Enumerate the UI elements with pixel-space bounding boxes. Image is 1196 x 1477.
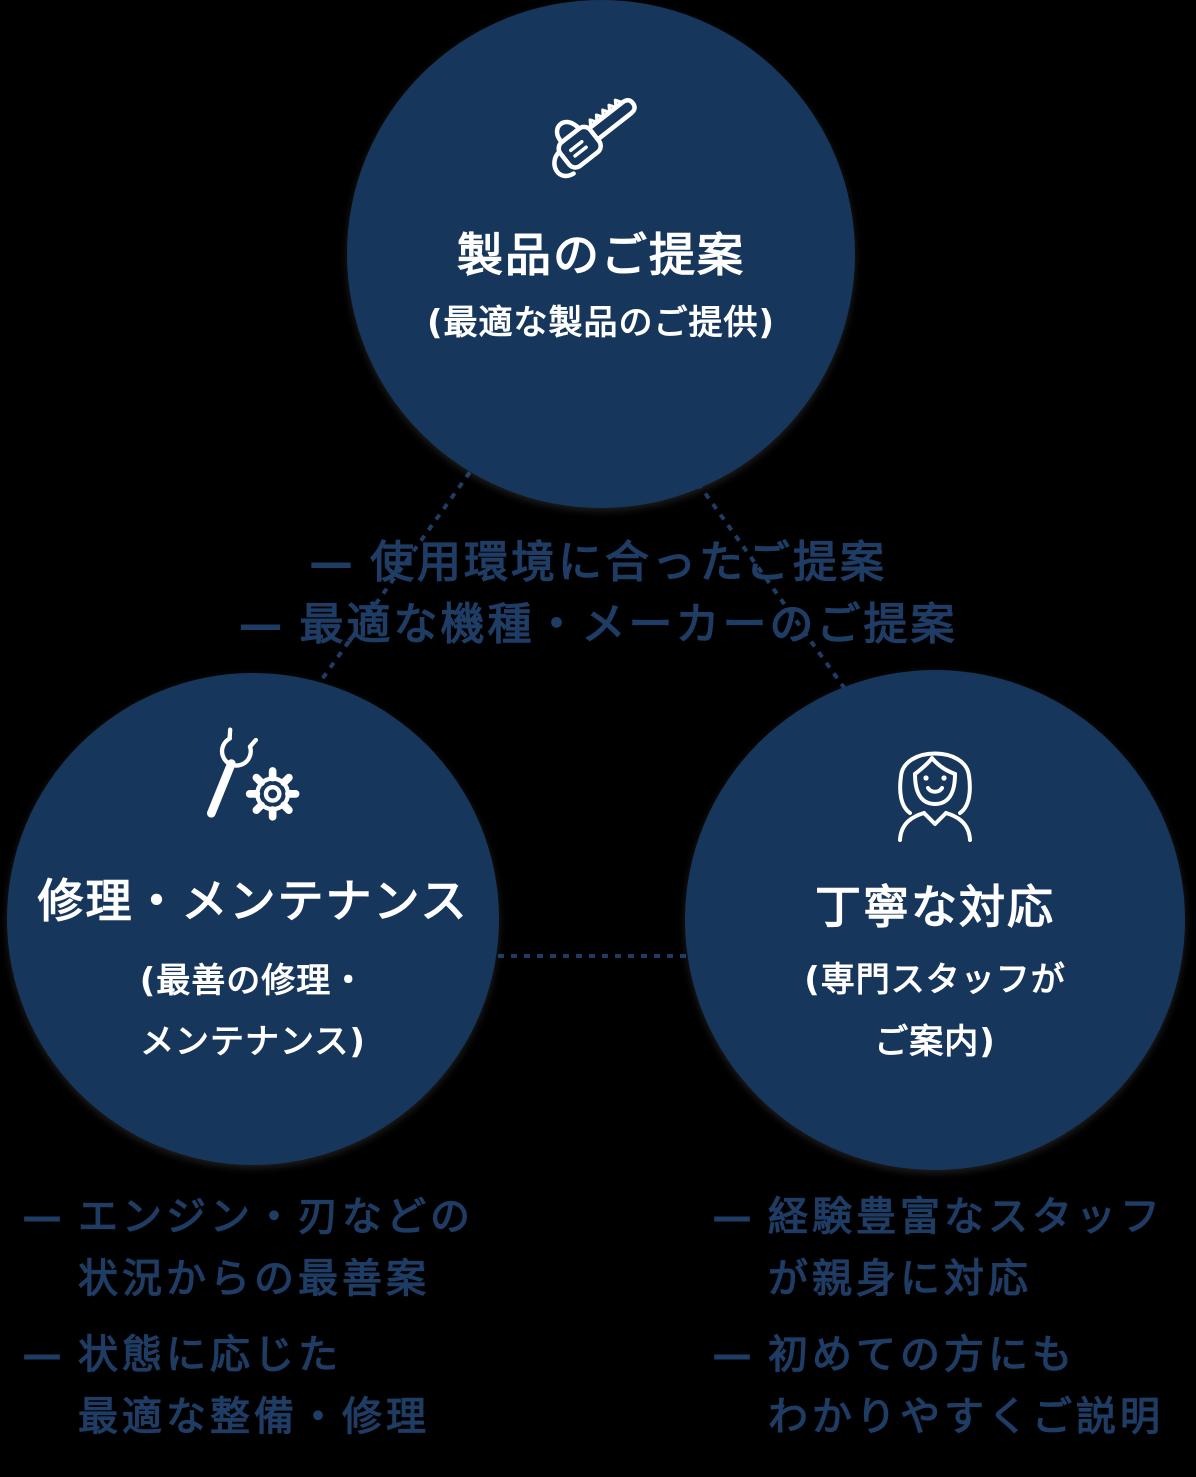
repair-note-text: エンジン・刃などの 状況からの最善案	[78, 1186, 474, 1310]
support-circle: 丁寧な対応 (専門スタッフが ご案内)	[685, 670, 1185, 1170]
product-note-text: 使用環境に合ったご提案	[370, 537, 887, 588]
chainsaw-icon	[347, 80, 855, 199]
product-note-line: — 使用環境に合ったご提案	[0, 532, 1196, 594]
product-circle: 製品のご提案 (最適な製品のご提供)	[347, 0, 855, 508]
product-note-text: 最適な機種・メーカーのご提案	[299, 599, 958, 650]
dash-bullet: —	[22, 1194, 66, 1240]
repair-circle: 修理・メンテナンス (最善の修理・ メンテナンス)	[7, 673, 499, 1165]
list-item: — 経験豊富なスタッフ が親身に対応	[712, 1186, 1164, 1310]
repair-note-text: 状態に応じた 最適な整備・修理	[78, 1324, 430, 1448]
repair-note-line1: エンジン・刃などの	[78, 1194, 474, 1240]
support-title: 丁寧な対応	[815, 880, 1055, 934]
list-item: — エンジン・刃などの 状況からの最善案	[22, 1186, 474, 1310]
repair-note-line2: 状況からの最善案	[78, 1256, 430, 1302]
list-item: — 状態に応じた 最適な整備・修理	[22, 1324, 474, 1448]
support-subtitle-line2: ご案内)	[874, 1022, 996, 1062]
support-subtitle-line1: (専門スタッフが	[804, 960, 1066, 1000]
support-note-line2: が親身に対応	[768, 1256, 1032, 1302]
support-note-text: 初めての方にも わかりやすくご説明	[768, 1324, 1164, 1448]
dash-bullet: —	[712, 1332, 756, 1378]
repair-subtitle-line1: (最善の修理・	[139, 961, 367, 1001]
product-notes: — 使用環境に合ったご提案 — 最適な機種・メーカーのご提案	[0, 532, 1196, 656]
repair-note-line1: 状態に応じた	[78, 1332, 342, 1378]
support-note-line2: わかりやすくご説明	[768, 1394, 1164, 1440]
support-note-text: 経験豊富なスタッフ が親身に対応	[768, 1186, 1164, 1310]
repair-subtitle: (最善の修理・ メンテナンス)	[7, 951, 499, 1073]
list-item: — 初めての方にも わかりやすくご説明	[712, 1324, 1164, 1448]
repair-title: 修理・メンテナンス	[37, 874, 469, 928]
repair-notes: — エンジン・刃などの 状況からの最善案 — 状態に応じた 最適な整備・修理	[22, 1186, 474, 1462]
wrench-gear-icon	[7, 725, 499, 839]
product-title: 製品のご提案	[457, 228, 745, 282]
support-subtitle: (専門スタッフが ご案内)	[685, 949, 1185, 1073]
dash-bullet: —	[309, 537, 356, 588]
support-notes: — 経験豊富なスタッフ が親身に対応 — 初めての方にも わかりやすくご説明	[712, 1186, 1164, 1462]
support-note-line1: 初めての方にも	[768, 1332, 1076, 1378]
repair-subtitle-line2: メンテナンス)	[140, 1022, 366, 1062]
connector-product-repair	[298, 428, 502, 712]
dash-bullet: —	[712, 1194, 756, 1240]
dash-bullet: —	[22, 1332, 66, 1378]
staff-icon	[685, 718, 1185, 852]
support-note-line1: 経験豊富なスタッフ	[768, 1194, 1164, 1240]
product-subtitle: (最適な製品のご提供)	[426, 303, 776, 343]
product-note-line: — 最適な機種・メーカーのご提案	[0, 594, 1196, 656]
repair-note-line2: 最適な整備・修理	[78, 1394, 430, 1440]
dash-bullet: —	[238, 599, 286, 650]
